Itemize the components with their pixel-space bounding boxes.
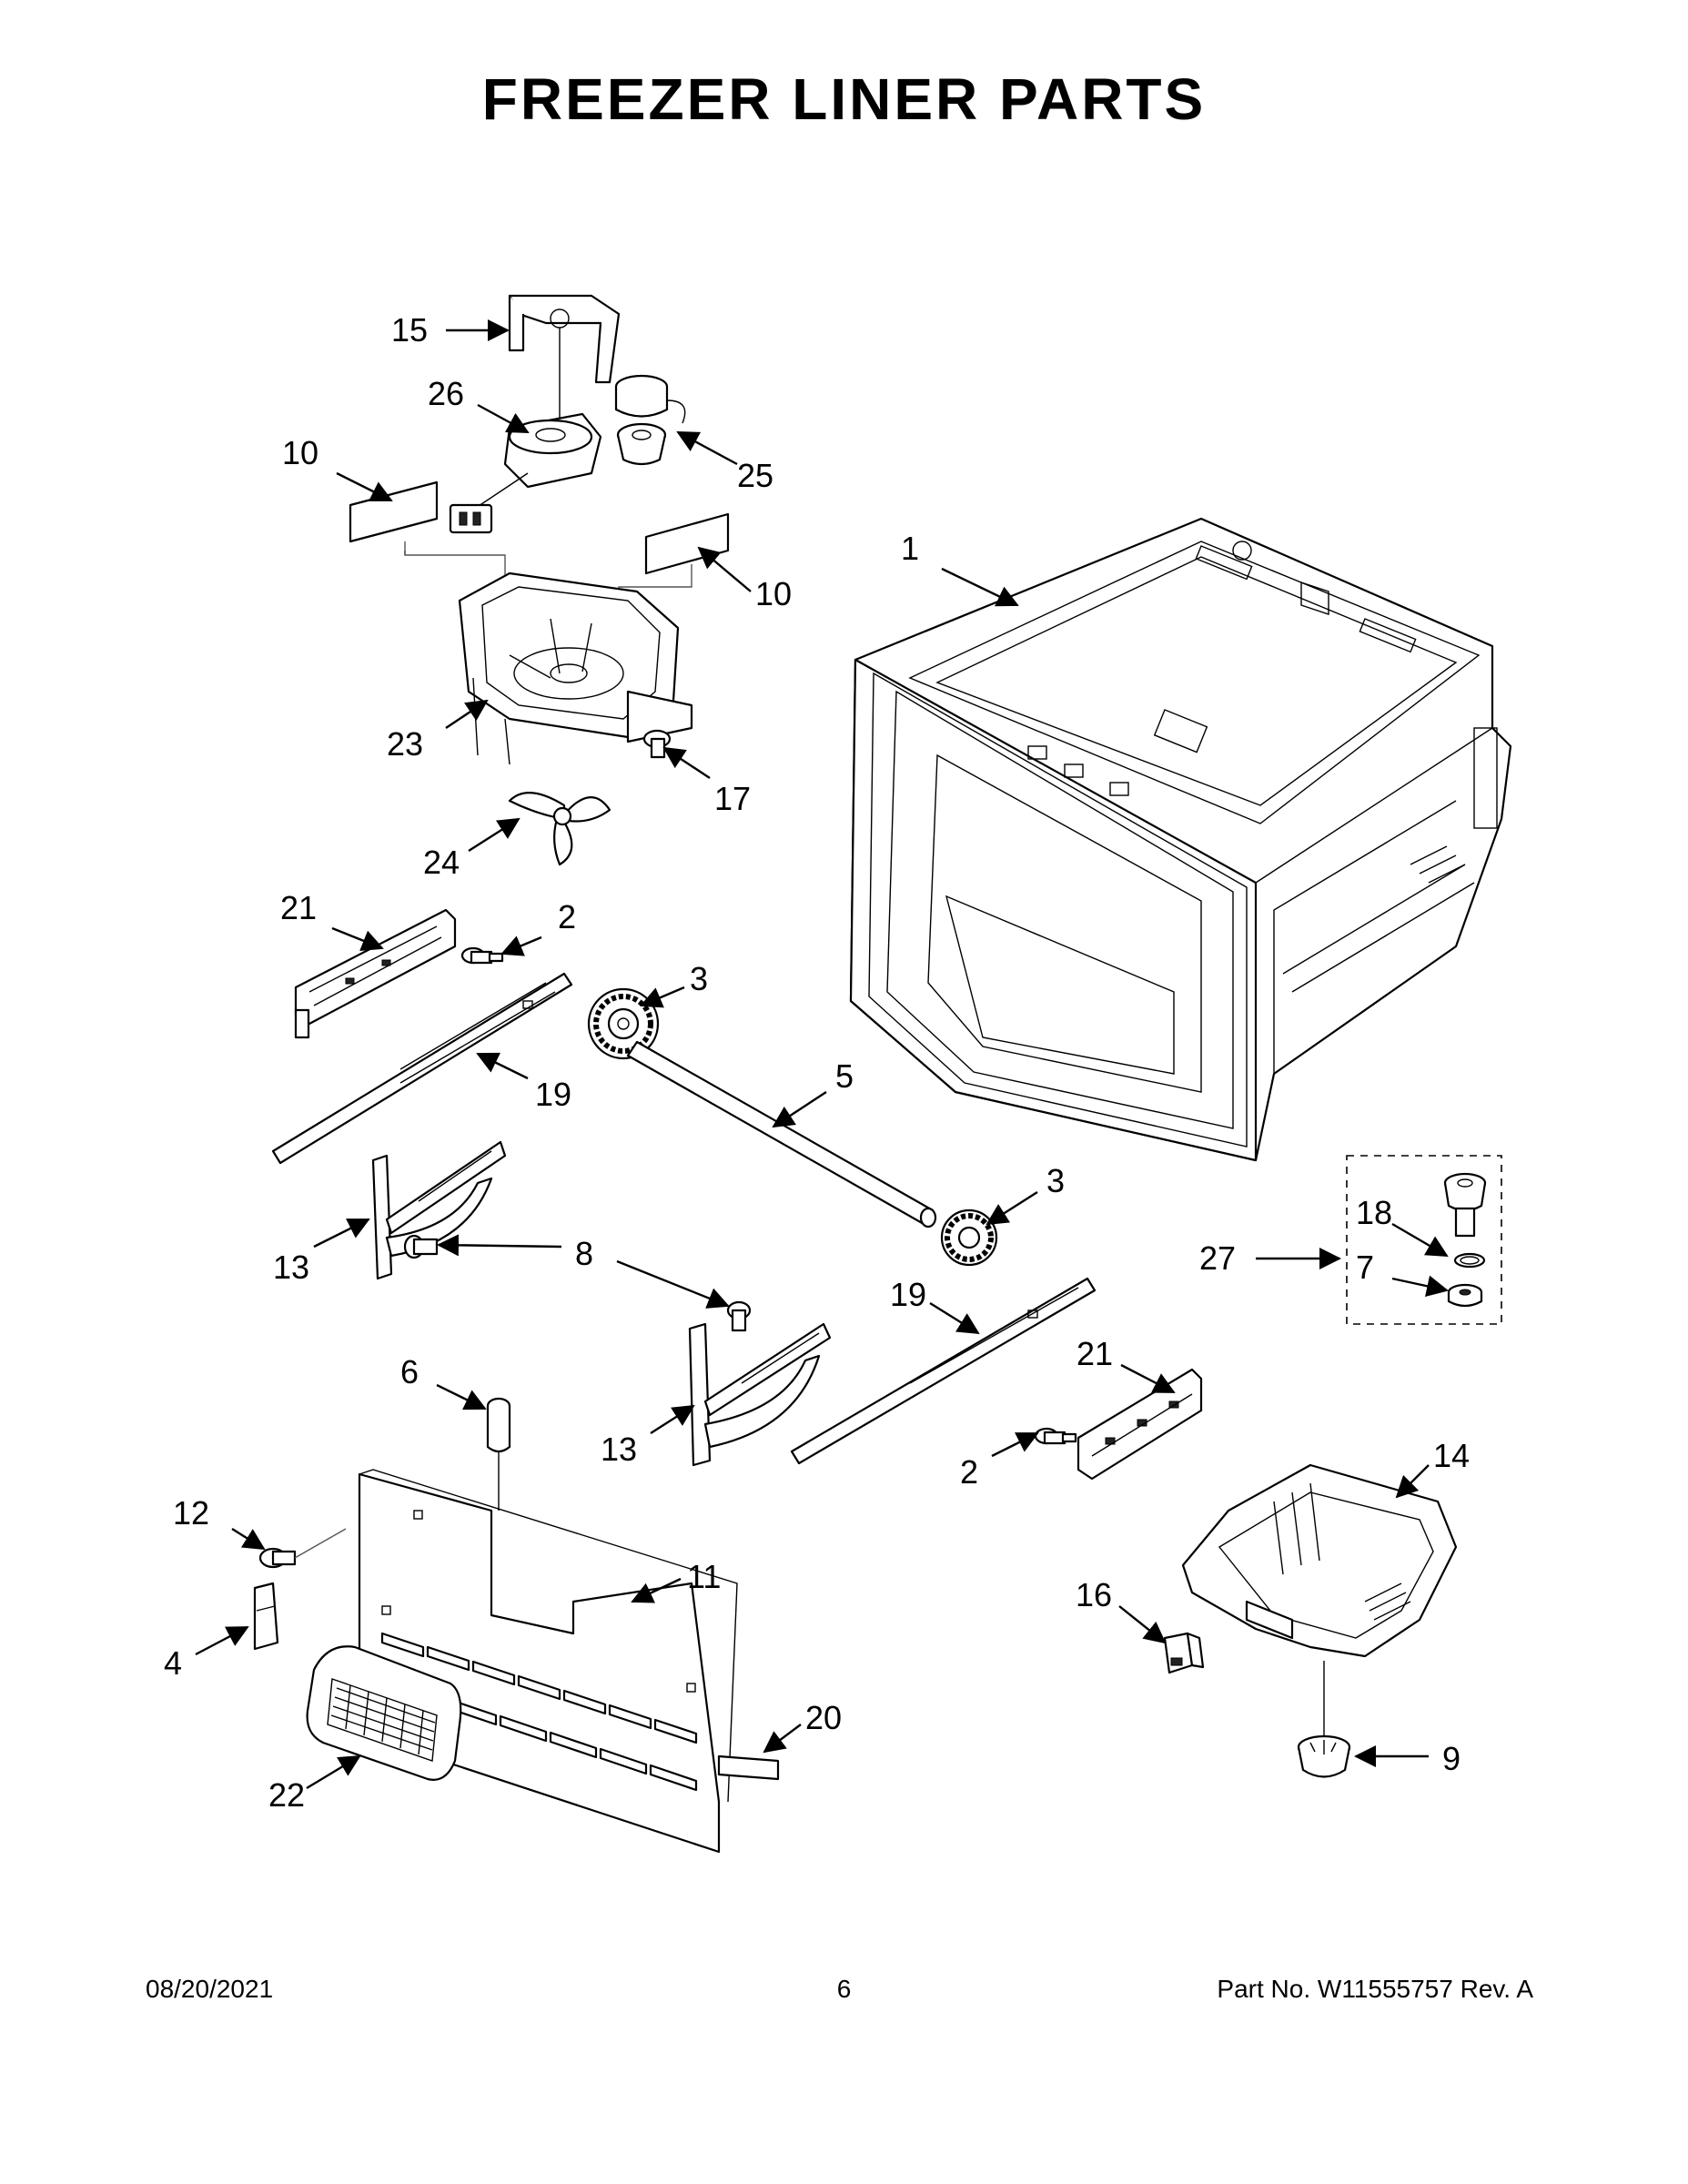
callout-20: 20 [805,1699,842,1736]
callout-10-right: 10 [755,575,792,612]
part-foam-strip [717,1754,780,1781]
part-gear-lower [940,1208,998,1267]
part-thermistor [486,1397,511,1511]
callout-12: 12 [173,1494,209,1532]
footer-date: 08/20/2021 [146,1975,274,2003]
part-screw-8-left [403,1234,439,1259]
footer-part-number: Part No. W11555757 Rev. A [1217,1975,1533,2003]
part-fan-blade [508,792,612,866]
part-o-ring-18 [1453,1252,1486,1269]
callout-17: 17 [714,780,751,817]
callout-11: 11 [687,1558,721,1595]
part-foam-pad-left [349,480,506,582]
part-screw-2-lower [1034,1427,1077,1445]
callout-7: 7 [1356,1249,1374,1286]
callout-18: 18 [1356,1194,1392,1231]
part-shaft [626,1040,937,1228]
callout-2-lower: 2 [960,1453,978,1491]
callout-24: 24 [423,844,460,881]
callout-25: 25 [737,457,773,494]
part-screw-8-right [726,1300,752,1332]
callout-13-upper: 13 [273,1249,309,1286]
part-screw-2-upper [460,946,504,965]
part-rear-panel [358,1469,738,1854]
part-slide-rail-upper [271,972,573,1165]
callout-22: 22 [268,1776,305,1814]
part-rail-bracket-lower [1076,1368,1203,1481]
callout-6: 6 [400,1353,419,1390]
callout-16: 16 [1076,1576,1112,1613]
callout-10-left: 10 [282,434,318,471]
callout-27: 27 [1199,1239,1236,1277]
callout-labels: 15 26 25 10 10 1 23 17 24 21 2 3 19 5 3 … [164,311,1470,1814]
part-fan-motor-bracket [508,294,621,428]
part-bracket-13-lower [688,1322,832,1467]
part-screw-17 [642,729,672,759]
footer-page-number: 6 [836,1975,852,2003]
callout-3-lower: 3 [1046,1162,1065,1199]
leader-lines [195,319,1449,1790]
callout-3-upper: 3 [690,960,708,997]
callout-21-upper: 21 [280,889,317,926]
callout-2-upper: 2 [558,898,576,935]
callout-19-lower: 19 [890,1276,926,1313]
callout-5: 5 [835,1057,854,1095]
callout-21-lower: 21 [1076,1335,1113,1372]
part-freezer-liner [849,517,1512,1162]
part-slide-rail-lower [790,1277,1097,1465]
part-kit-27 [1346,1155,1502,1325]
part-switch [1163,1632,1205,1674]
callout-4: 4 [164,1644,182,1682]
part-bracket-13-upper [371,1140,507,1280]
callout-14: 14 [1433,1437,1470,1474]
part-valve-18-assembly [1443,1172,1487,1238]
part-vent-grille [306,1645,462,1781]
callout-15: 15 [391,311,428,349]
part-fan-housing [458,571,693,765]
part-motor-assembly [614,374,686,466]
callout-8: 8 [575,1235,593,1272]
callout-13-lower: 13 [601,1431,637,1468]
part-ice-tray [1181,1463,1458,1738]
part-rail-bracket-upper [294,908,457,1039]
callout-23: 23 [387,725,423,763]
part-washer-7 [1447,1283,1483,1308]
callout-19-upper: 19 [535,1076,571,1113]
callout-9: 9 [1442,1740,1461,1777]
part-screw-12 [258,1528,347,1569]
part-cover-clip [253,1582,279,1651]
part-knob [1297,1734,1351,1778]
callout-1: 1 [901,530,919,567]
callout-26: 26 [428,375,464,412]
page-title: FREEZER LINER PARTS [481,66,1207,132]
